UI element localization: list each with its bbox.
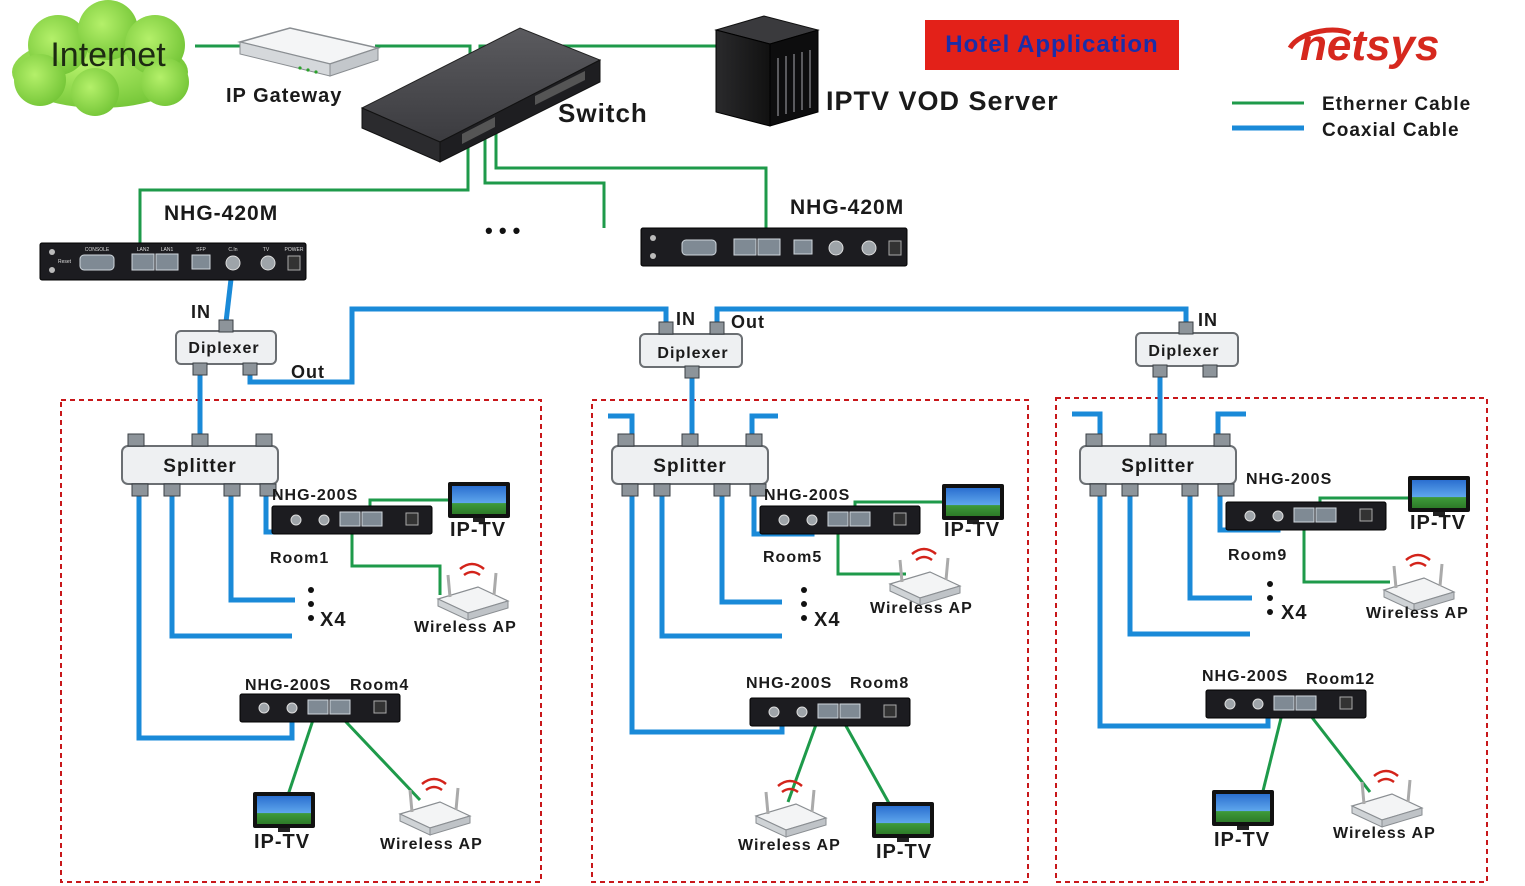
nhg200s-top-1-label: NHG-200S: [272, 487, 358, 504]
diplexer-2-label: Diplexer: [657, 345, 728, 362]
more-rooms-2-dots: [801, 587, 807, 621]
iptv-bottom-3-label: IP-TV: [1214, 829, 1270, 851]
internet-cloud-icon: [12, 0, 189, 116]
wireless-ap-top-1-icon: [436, 562, 510, 621]
iptv-bottom-1-icon: [253, 792, 315, 832]
diplexer-2-out-label: Out: [731, 312, 765, 332]
multiplier-1-label: X4: [320, 609, 346, 631]
nhg200s-top-2-label: NHG-200S: [764, 487, 850, 504]
nhg420m-left-device: CONSOLE LAN2 LAN1 SFP C.In TV POWER Rese…: [39, 242, 307, 281]
diplexer-1-out-label: Out: [291, 362, 325, 382]
ip-gateway-label: IP Gateway: [226, 85, 342, 107]
iptv-server-icon: [714, 15, 820, 127]
netsys-logo: netsys: [1287, 21, 1439, 70]
iptv-top-1-label: IP-TV: [450, 519, 506, 541]
wireless-ap-bottom-2-icon: [754, 779, 828, 838]
diplexer-1-label: Diplexer: [188, 340, 259, 357]
port-lan1-label: LAN1: [161, 247, 174, 253]
room-bottom-3-label: Room12: [1306, 671, 1375, 688]
legend: [1232, 101, 1304, 131]
nhg200s-bottom-2-device: [749, 697, 911, 727]
wireless-ap-top-2-icon: [888, 547, 962, 606]
nhg200s-top-1-device: [271, 505, 433, 535]
multiplier-3-label: X4: [1281, 602, 1307, 624]
multiplier-2-label: X4: [814, 609, 840, 631]
splitter-2-label: Splitter: [653, 456, 726, 477]
port-reset-label: Reset: [58, 259, 72, 265]
nhg200s-bottom-3-label: NHG-200S: [1202, 668, 1288, 685]
switch-icon: [360, 27, 602, 163]
wireless-ap-bottom-2-label: Wireless AP: [738, 837, 841, 854]
port-cin-label: C.In: [228, 247, 237, 253]
room-bottom-1-label: Room4: [350, 677, 409, 694]
splitter-3-label: Splitter: [1121, 456, 1194, 477]
nhg200s-bottom-1-label: NHG-200S: [245, 677, 331, 694]
room-top-2-label: Room5: [763, 549, 822, 566]
diplexer-3-label: Diplexer: [1148, 343, 1219, 360]
brand-text: netsys: [1300, 21, 1439, 70]
switch-label: Switch: [558, 98, 648, 128]
ip-gateway-icon: [237, 27, 381, 77]
diplexer-1-in-label: IN: [191, 302, 211, 322]
port-power-label: POWER: [285, 247, 304, 253]
wireless-ap-top-3-icon: [1382, 553, 1456, 612]
wireless-ap-bottom-3-icon: [1350, 769, 1424, 828]
title-banner: [925, 20, 1179, 70]
port-sfp-label: SFP: [196, 247, 206, 253]
internet-label: Internet: [50, 36, 166, 74]
iptv-bottom-1-label: IP-TV: [254, 831, 310, 853]
wireless-ap-bottom-1-icon: [398, 777, 472, 836]
iptv-top-3-label: IP-TV: [1410, 512, 1466, 534]
ellipsis: • • •: [485, 218, 520, 243]
nhg200s-bottom-3-device: [1205, 689, 1367, 719]
diplexer-2-in-label: IN: [676, 309, 696, 329]
room-bottom-2-label: Room8: [850, 675, 909, 692]
nhg420m-right-device: [640, 227, 908, 267]
more-rooms-1-dots: [308, 587, 314, 621]
iptv-bottom-3-icon: [1212, 790, 1274, 830]
wireless-ap-top-2-label: Wireless AP: [870, 600, 973, 617]
diplexer-3: [1135, 321, 1239, 378]
diplexer-1: [175, 319, 277, 376]
nhg420m-right-label: NHG-420M: [790, 196, 904, 219]
splitter-2: Splitter: [611, 433, 769, 497]
port-tv-label: TV: [263, 247, 270, 253]
diplexer-3-in-label: IN: [1198, 310, 1218, 330]
wireless-ap-bottom-3-label: Wireless AP: [1333, 825, 1436, 842]
splitter-1-label: Splitter: [163, 456, 236, 477]
iptv-top-1-icon: [448, 482, 510, 522]
iptv-top-3-icon: [1408, 476, 1470, 516]
nhg420m-left-label: NHG-420M: [164, 202, 278, 225]
nhg200s-top-2-device: [759, 505, 921, 535]
iptv-top-2-icon: [942, 484, 1004, 524]
iptv-bottom-2-label: IP-TV: [876, 841, 932, 863]
port-console-label: CONSOLE: [85, 247, 110, 253]
nhg200s-bottom-1-device: [239, 693, 401, 723]
room-top-3-label: Room9: [1228, 547, 1287, 564]
iptv-top-2-label: IP-TV: [944, 519, 1000, 541]
iptv-bottom-2-icon: [872, 802, 934, 842]
legend-coax-label: Coaxial Cable: [1322, 120, 1460, 141]
more-rooms-3-dots: [1267, 581, 1273, 615]
room-top-1-label: Room1: [270, 550, 329, 567]
nhg200s-top-3-label: NHG-200S: [1246, 471, 1332, 488]
diplexer-2: [639, 321, 743, 379]
splitter-1: Splitter: [121, 433, 279, 497]
nhg200s-top-3-device: [1225, 501, 1387, 531]
port-lan2-label: LAN2: [137, 247, 150, 253]
wireless-ap-top-1-label: Wireless AP: [414, 619, 517, 636]
legend-ethernet-label: Etherner Cable: [1322, 94, 1471, 115]
wireless-ap-bottom-1-label: Wireless AP: [380, 836, 483, 853]
iptv-server-label: IPTV VOD Server: [826, 86, 1059, 116]
nhg200s-bottom-2-label: NHG-200S: [746, 675, 832, 692]
coax-cables: [136, 261, 1281, 741]
splitter-3: Splitter: [1079, 433, 1237, 497]
title-text: Hotel Application: [945, 31, 1158, 58]
wireless-ap-top-3-label: Wireless AP: [1366, 605, 1469, 622]
